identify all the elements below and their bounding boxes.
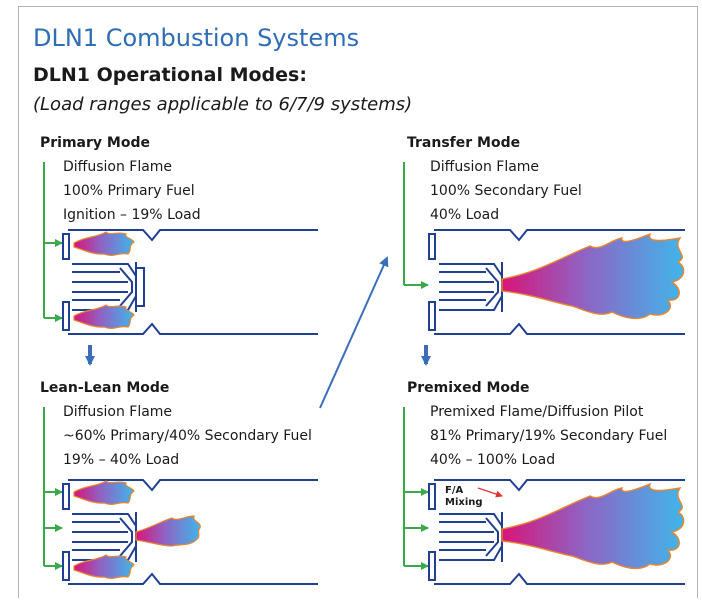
- primary-mode-line-2: 100% Primary Fuel: [63, 183, 195, 199]
- premixed-mode-diagram: [403, 407, 685, 585]
- lean-flame-upper: [73, 480, 135, 506]
- premixed-mode-line-2: 81% Primary/19% Secondary Fuel: [430, 428, 668, 444]
- transfer-mode-title: Transfer Mode: [407, 135, 521, 151]
- lean-lean-mode-line-3: 19% – 40% Load: [63, 452, 180, 468]
- lean-flame-lower: [73, 554, 135, 580]
- fuel-lines: [403, 407, 429, 570]
- section-subheading: (Load ranges applicable to 6/7/9 systems…: [33, 94, 413, 115]
- transfer-mode-line-2: 100% Secondary Fuel: [430, 183, 582, 199]
- page-title: DLN1 Combustion Systems: [33, 24, 360, 52]
- primary-mode-title: Primary Mode: [40, 135, 150, 151]
- premixed-mode-line-1: Premixed Flame/Diffusion Pilot: [430, 404, 644, 420]
- transfer-flame: [501, 232, 685, 320]
- arrow-lean-lean-to-transfer: [319, 256, 389, 409]
- primary-flame-lower: [73, 304, 135, 330]
- transfer-mode-diagram: [403, 162, 685, 335]
- fuel-lines: [43, 162, 63, 322]
- primary-mode-line-1: Diffusion Flame: [63, 159, 173, 175]
- lean-lean-mode-line-1: Diffusion Flame: [63, 404, 173, 420]
- primary-flame-upper: [73, 231, 135, 257]
- slide-frame: [18, 6, 698, 598]
- transfer-mode-line-3: 40% Load: [430, 207, 500, 223]
- mixing-arrow: [477, 487, 503, 498]
- lean-lean-mode-title: Lean-Lean Mode: [40, 380, 170, 396]
- premixed-mode-line-3: 40% – 100% Load: [430, 452, 556, 468]
- primary-mode-line-3: Ignition – 19% Load: [63, 207, 201, 223]
- fuel-lines: [43, 407, 63, 570]
- section-heading: DLN1 Operational Modes:: [33, 64, 307, 86]
- fa-mixing-label-2: Mixing: [445, 497, 483, 508]
- transition-arrows: [85, 256, 431, 409]
- premixed-flame: [501, 482, 685, 570]
- lean-flame-center: [135, 515, 201, 547]
- transfer-mode-line-1: Diffusion Flame: [430, 159, 540, 175]
- lean-lean-mode-line-2: ~60% Primary/40% Secondary Fuel: [63, 428, 312, 444]
- lean-lean-mode-diagram: [43, 407, 318, 585]
- premixed-mode-title: Premixed Mode: [407, 380, 530, 396]
- combustor-liner: [428, 479, 685, 585]
- primary-mode-diagram: [43, 162, 318, 335]
- fuel-lines: [403, 162, 429, 289]
- fa-mixing-label-1: F/A: [445, 485, 464, 496]
